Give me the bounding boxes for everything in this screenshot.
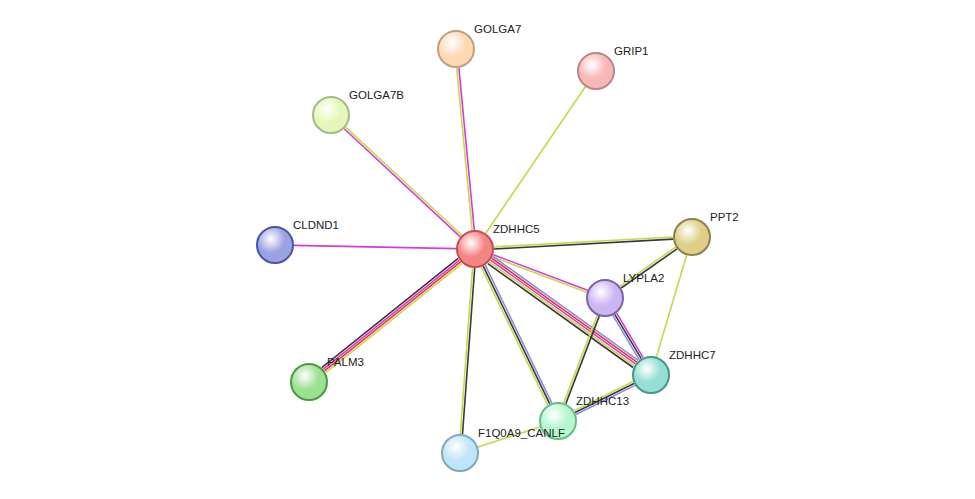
edge-strand — [346, 127, 462, 235]
interaction-edge — [613, 313, 643, 360]
protein-label: GOLGA7 — [474, 22, 521, 36]
edge-strand — [459, 68, 474, 230]
edge-strand — [344, 129, 460, 237]
edge-strand — [615, 314, 642, 358]
edge-strand — [613, 315, 640, 359]
edge-strand — [326, 263, 462, 372]
edge-strand — [621, 249, 677, 288]
edge-strand — [460, 268, 472, 434]
protein-node: GRIP1 — [577, 52, 615, 90]
edge-strand — [323, 260, 459, 369]
interaction-edge — [620, 247, 677, 288]
edge-strand — [486, 87, 586, 234]
edge-strand — [490, 260, 635, 364]
edge-strand — [492, 258, 637, 362]
protein-node: ZDHHC5 — [456, 230, 494, 268]
protein-label: CLDND1 — [293, 218, 339, 232]
interaction-edge — [656, 255, 686, 357]
protein-node: CLDND1 — [256, 226, 294, 264]
edge-strand — [493, 256, 638, 360]
edge-strand — [485, 265, 551, 403]
edge-strand — [489, 262, 634, 366]
interaction-edge — [294, 245, 456, 248]
protein-label: GRIP1 — [614, 44, 649, 58]
edge-strand — [656, 255, 686, 357]
protein-node: ZDHHC7 — [632, 356, 670, 394]
interaction-edge — [564, 315, 599, 403]
interaction-edge — [486, 87, 586, 234]
interaction-edge — [488, 256, 638, 367]
protein-node: PPT2 — [673, 218, 711, 256]
protein-label: GOLGA7B — [349, 88, 404, 102]
protein-label: LYPLA2 — [623, 271, 664, 285]
protein-label: PALM3 — [327, 355, 364, 369]
interaction-edge — [494, 237, 673, 249]
protein-label: ZDHHC7 — [669, 348, 716, 362]
edge-strand — [294, 245, 456, 248]
edge-strand — [574, 381, 633, 410]
protein-node: LYPLA2 — [586, 279, 624, 317]
edge-strand — [481, 267, 547, 405]
edge-strand — [576, 385, 635, 414]
interaction-edge — [460, 268, 474, 434]
protein-node: PALM3 — [290, 363, 328, 401]
interaction-edge — [457, 68, 475, 230]
interaction-edge — [322, 258, 462, 372]
protein-node: F1Q0A9_CANLF — [441, 434, 479, 472]
interaction-edge — [344, 127, 462, 237]
edge-strand — [462, 268, 474, 434]
edge-strand — [483, 266, 549, 404]
edge-strand — [325, 262, 461, 371]
edge-strand — [564, 315, 597, 403]
interaction-edge — [481, 265, 551, 405]
edge-strand — [620, 247, 676, 286]
protein-label: F1Q0A9_CANLF — [478, 426, 565, 440]
edge-strand — [566, 316, 599, 404]
protein-label: ZDHHC13 — [576, 394, 629, 408]
edge-strand — [494, 237, 673, 247]
edge-strand — [575, 383, 634, 412]
edge-strand — [457, 68, 472, 230]
protein-node: GOLGA7B — [312, 96, 350, 134]
protein-label: PPT2 — [710, 210, 739, 224]
edge-strand — [617, 313, 644, 357]
edge-strand — [494, 239, 673, 249]
protein-label: ZDHHC5 — [493, 222, 540, 236]
protein-node: GOLGA7 — [437, 30, 475, 68]
edge-strand — [322, 258, 458, 367]
interaction-edge — [574, 381, 635, 414]
